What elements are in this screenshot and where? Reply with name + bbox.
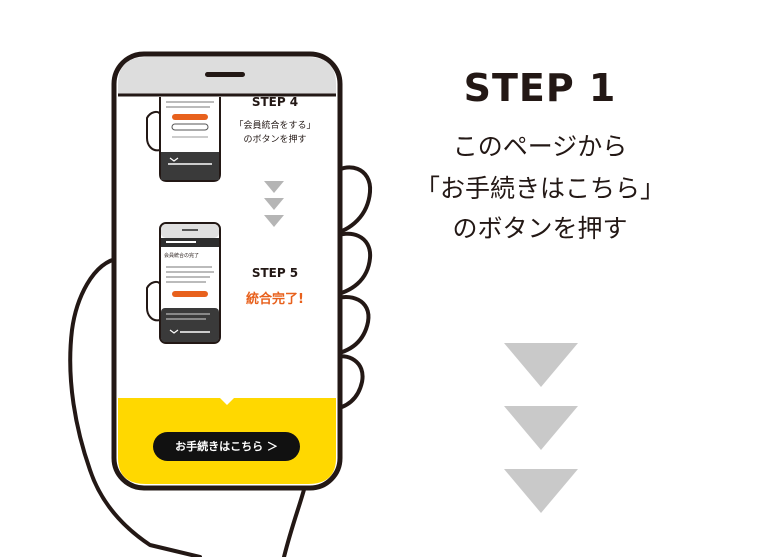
step5-title: STEP 5 bbox=[251, 266, 299, 280]
instruction-line-1: このページから bbox=[452, 132, 628, 161]
step4-title: STEP 4 bbox=[251, 95, 299, 109]
speaker-slot bbox=[205, 72, 245, 77]
small-down-arrow-icon bbox=[264, 198, 284, 210]
mini-screen-title: 会員統合の完了 bbox=[164, 253, 200, 259]
step5-result: 統合完了! bbox=[246, 292, 304, 307]
mini-phone-step5 bbox=[146, 222, 221, 344]
instruction-line-2: 「お手続きはこちら」 bbox=[414, 174, 665, 203]
procedure-button[interactable]: お手続きはこちら ＞ bbox=[153, 432, 300, 461]
mini-phone-step4 bbox=[146, 97, 221, 182]
down-arrow-icon bbox=[504, 406, 578, 450]
small-down-arrow-icon bbox=[264, 181, 284, 193]
small-down-arrow-icon bbox=[264, 215, 284, 227]
instruction-line-3: のボタンを押す bbox=[452, 214, 628, 243]
step-title: STEP 1 bbox=[463, 66, 617, 110]
down-arrow-icon bbox=[504, 469, 578, 513]
down-arrow-icon bbox=[504, 343, 578, 387]
step4-desc-line1: 「会員統合をする」 bbox=[234, 121, 316, 131]
step4-desc-line2: のボタンを押す bbox=[243, 135, 307, 145]
